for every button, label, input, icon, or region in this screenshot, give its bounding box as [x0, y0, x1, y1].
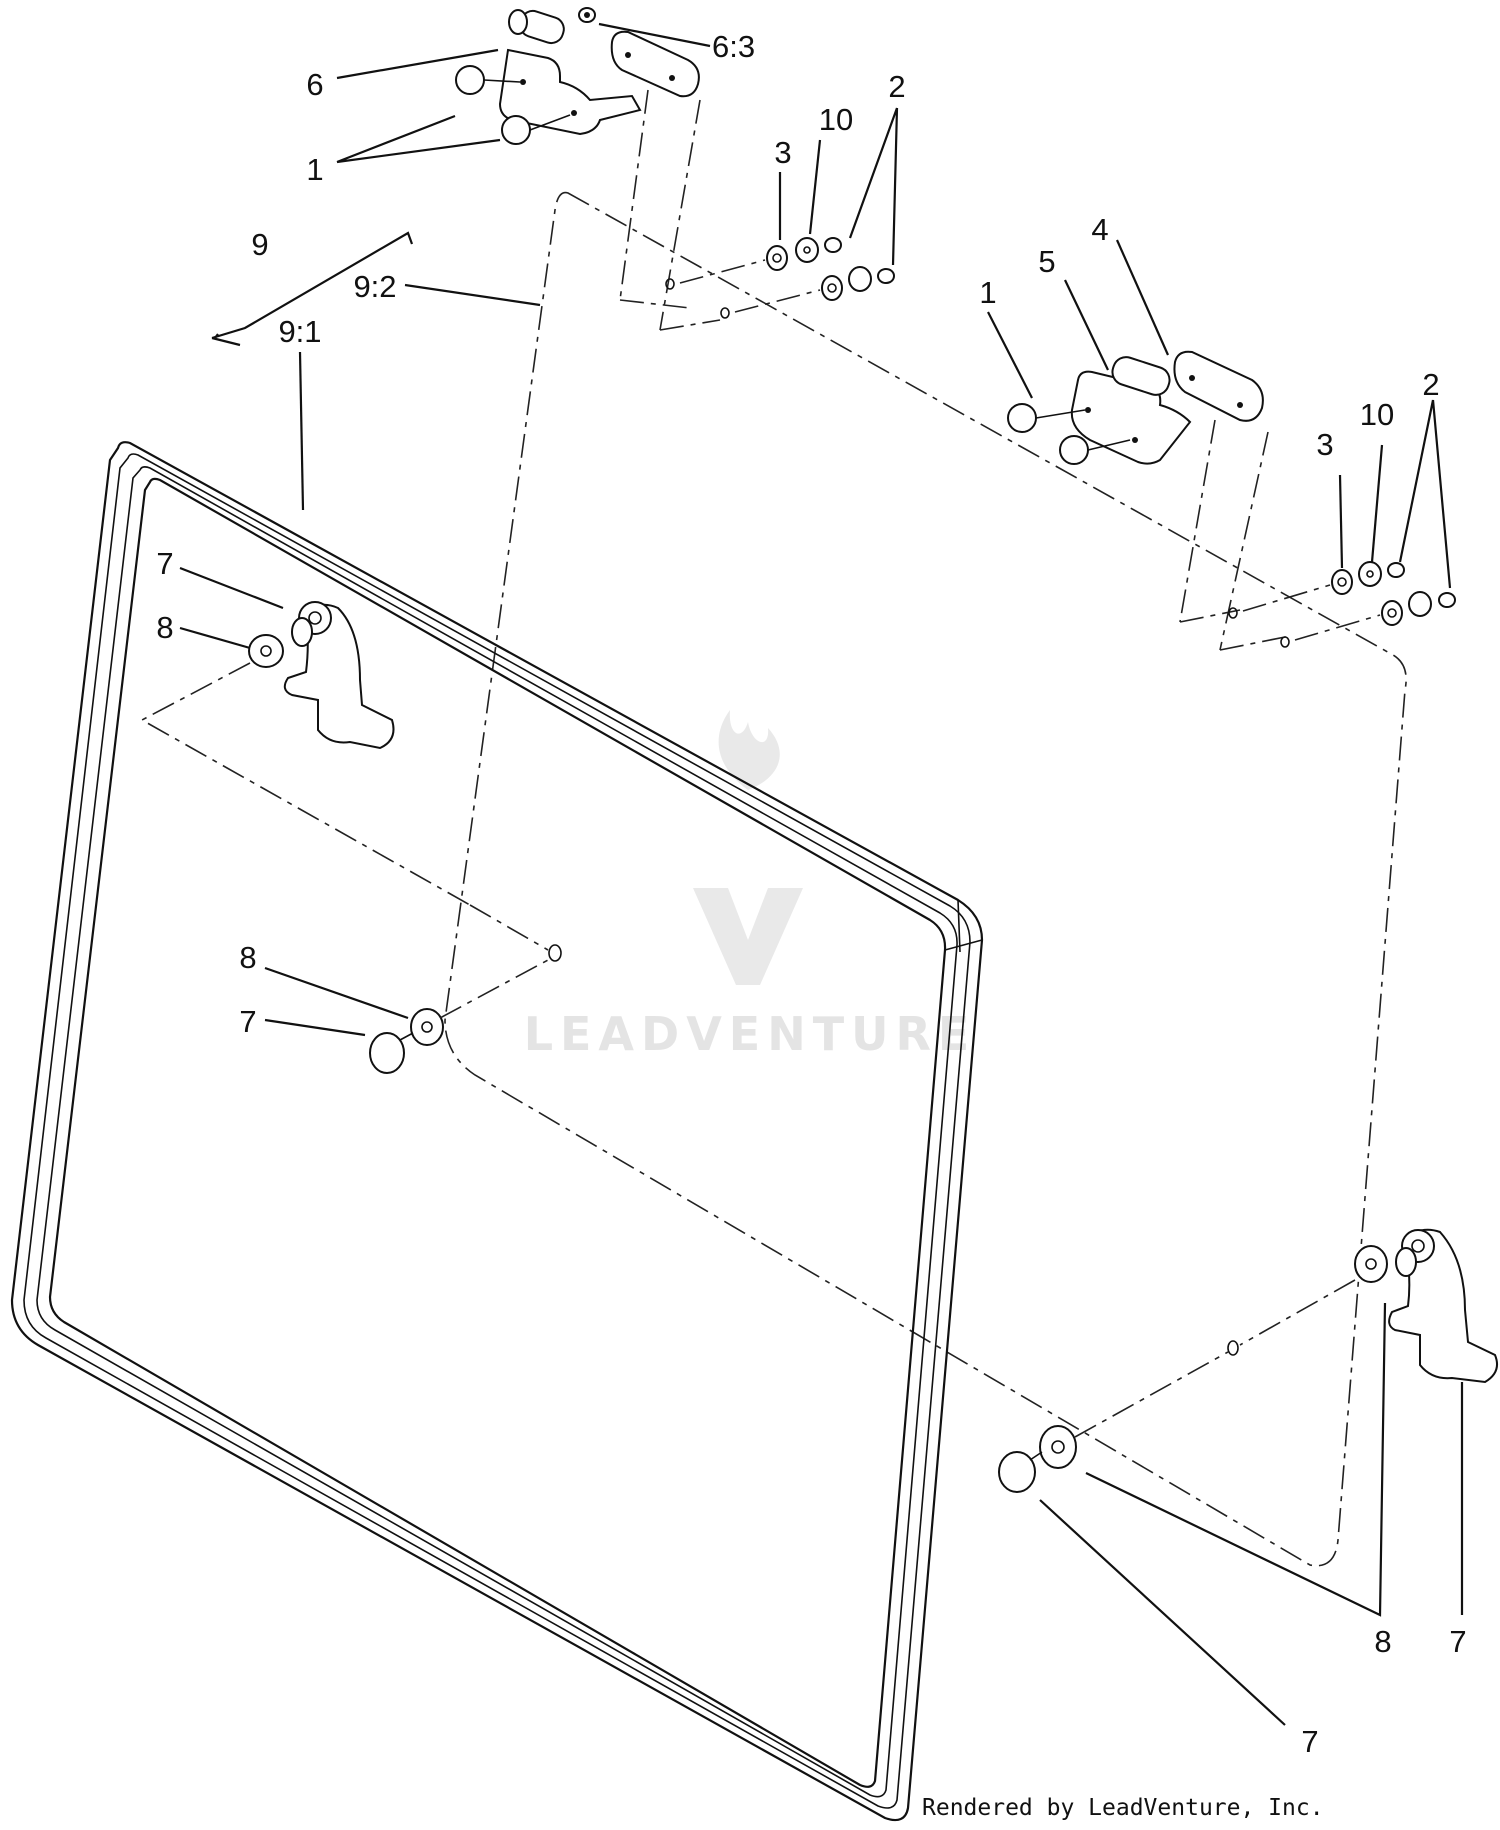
footer-credit: Rendered by LeadVenture, Inc.	[922, 1795, 1324, 1821]
callout-3-right: 3	[1316, 427, 1333, 462]
callout-9: 9	[251, 227, 268, 262]
latch-upper-left	[140, 601, 562, 962]
callout-8-bottom: 8	[1374, 1624, 1391, 1659]
fastener-stack-top	[665, 237, 895, 319]
glass-panel-outline	[444, 191, 1407, 1567]
hinge-right	[1007, 350, 1291, 651]
watermark-text: LEADVENTURE	[524, 1007, 977, 1061]
latch-lower-right	[998, 1228, 1498, 1493]
callout-10-top: 10	[819, 102, 853, 137]
callout-5: 5	[1038, 244, 1055, 279]
leadventure-logo-icon	[693, 710, 803, 985]
callout-10-right: 10	[1360, 397, 1394, 432]
callout-1-mid: 1	[979, 275, 996, 310]
leader-lines	[179, 22, 1464, 1726]
callouts: 6 6:3 1 3 10 2 9 9:2 9:1 1 5 4 3 10 2 7 …	[156, 29, 1466, 1759]
callout-3-top: 3	[774, 135, 791, 170]
callout-4: 4	[1091, 212, 1108, 247]
hinge-top-left	[455, 7, 721, 331]
callout-7-bottom: 7	[1301, 1724, 1318, 1759]
callout-7-right: 7	[1449, 1624, 1466, 1659]
callout-7-left: 7	[156, 546, 173, 581]
watermark: LEADVENTURE	[524, 710, 977, 1061]
callout-9-2: 9:2	[353, 269, 396, 304]
fastener-stack-right	[1228, 561, 1456, 648]
callout-8-left: 8	[156, 610, 173, 645]
callout-6: 6	[306, 67, 323, 102]
callout-2-right: 2	[1422, 367, 1439, 402]
frame-seal	[10, 441, 984, 1822]
callout-7-center: 7	[239, 1004, 256, 1039]
knob-center	[369, 959, 549, 1074]
callout-9-1: 9:1	[278, 314, 321, 349]
callout-8-center: 8	[239, 940, 256, 975]
callout-6-3: 6:3	[712, 29, 755, 64]
callout-2-top: 2	[888, 69, 905, 104]
callout-1-top: 1	[306, 152, 323, 187]
